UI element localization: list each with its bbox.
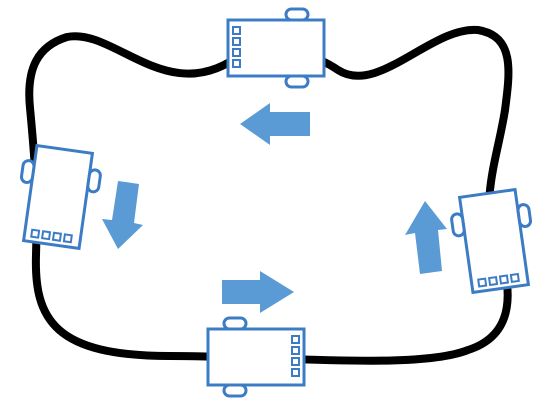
robot-left: [11, 142, 105, 252]
arrow-down-icon: [102, 181, 143, 249]
robot-top: [226, 7, 326, 89]
arrow-left-icon: [240, 103, 310, 145]
track-line: [25, 25, 513, 365]
arrow-right-icon: [222, 271, 294, 313]
robot-bottom: [206, 316, 306, 398]
arrow-up-icon: [405, 201, 447, 274]
robot-right: [447, 186, 541, 296]
